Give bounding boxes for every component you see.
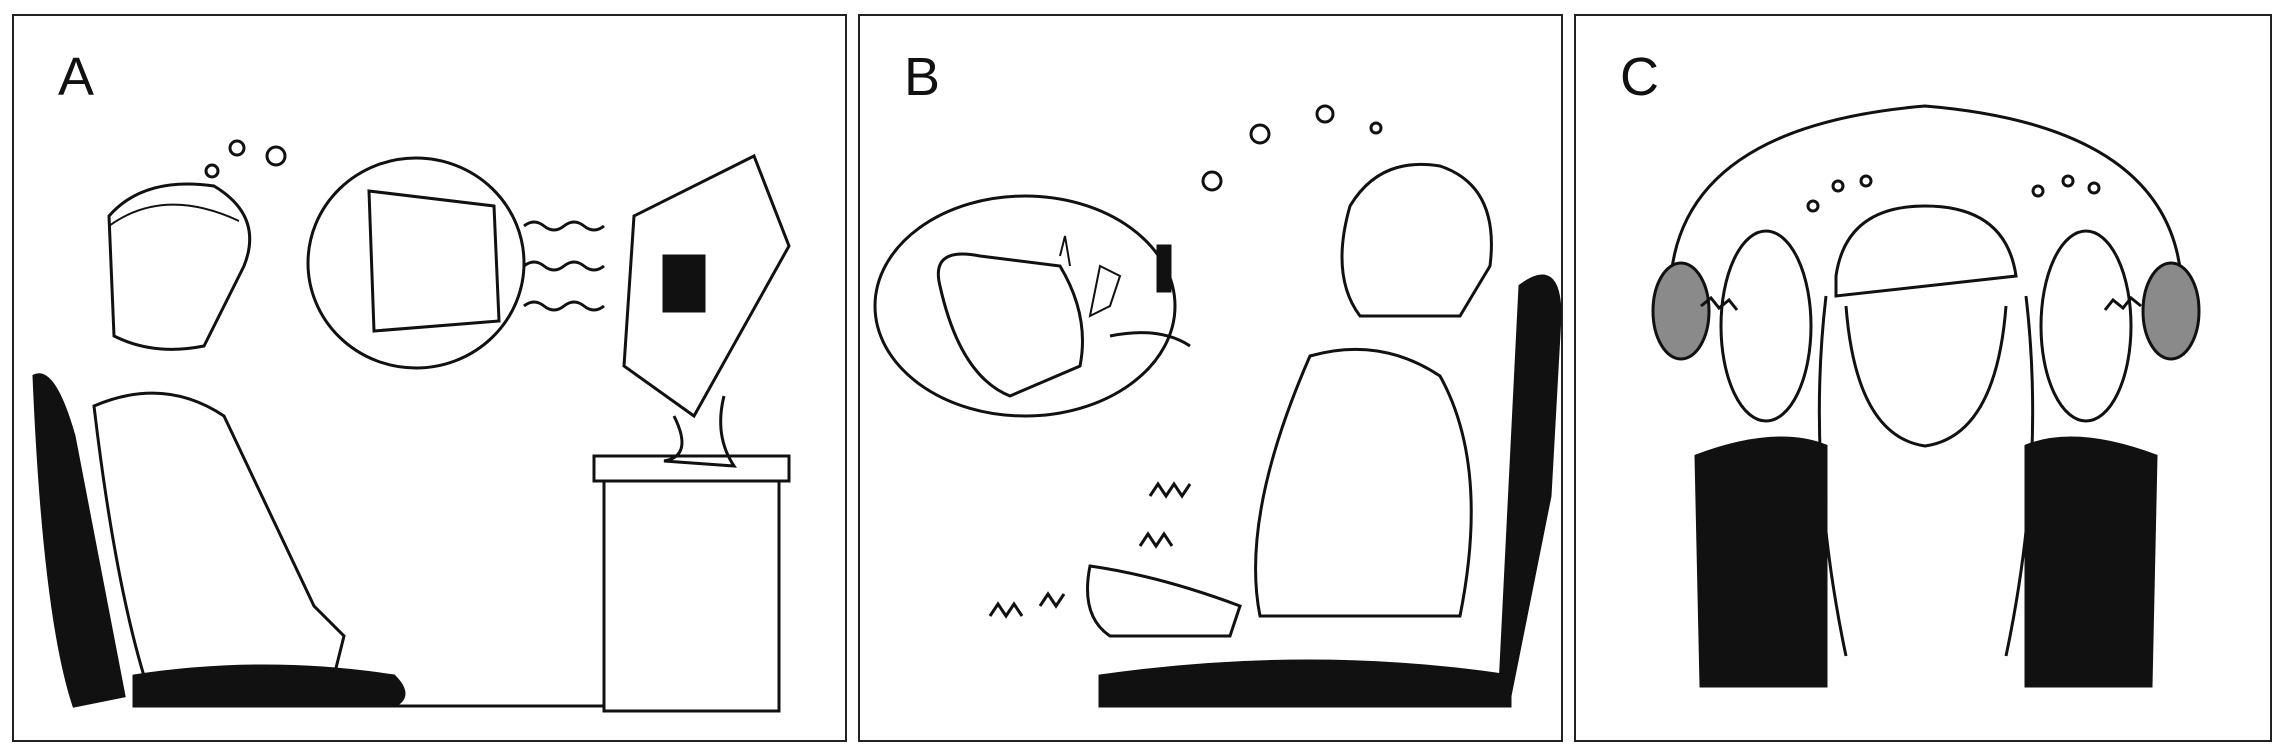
panel-label: B — [904, 47, 941, 107]
panel-label: C — [1620, 47, 1659, 107]
illustration-eeg-thermal-stimulus — [873, 104, 1562, 708]
panel-label: A — [58, 47, 95, 107]
illustration-eeg-visual-stimulus — [32, 139, 791, 713]
panel-a: A — [12, 14, 847, 742]
panel-b: B — [858, 14, 1563, 742]
panel-c: C — [1574, 14, 2272, 742]
illustration-eeg-auditory-stimulus — [1651, 104, 2201, 688]
